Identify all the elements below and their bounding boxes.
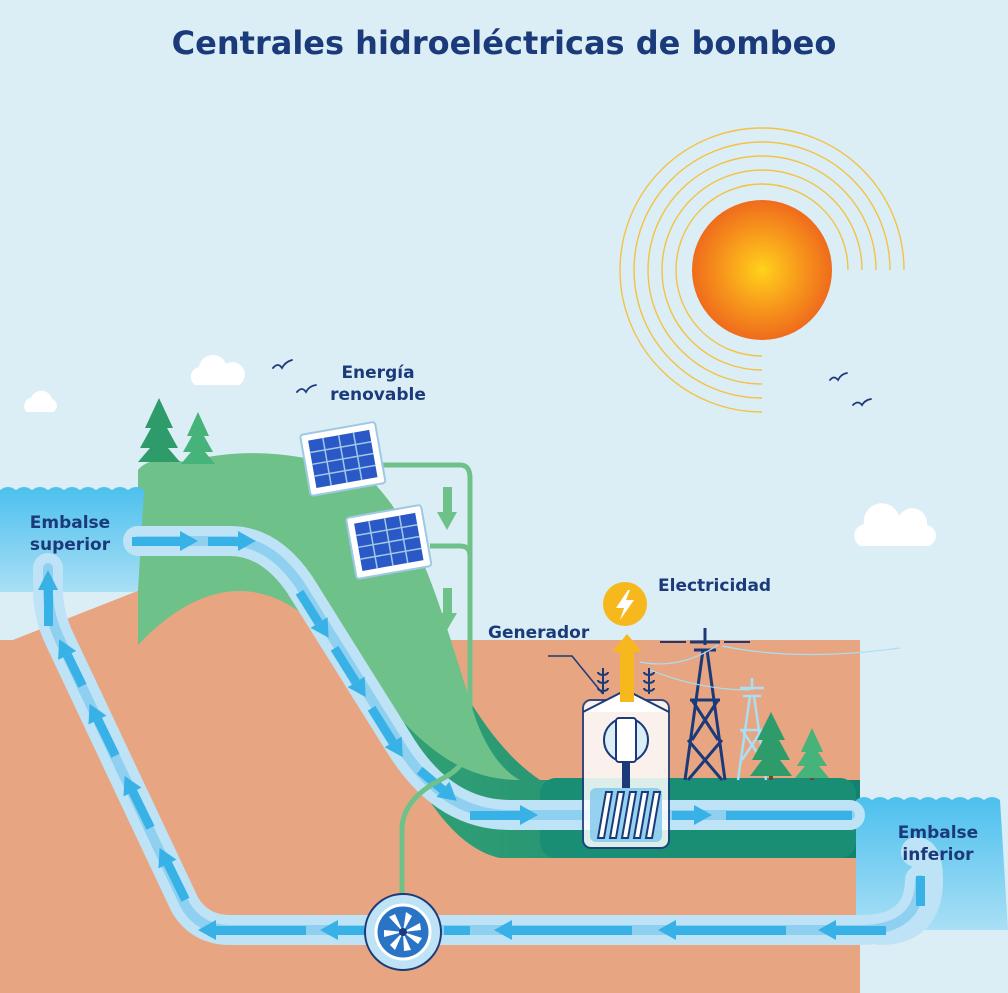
generator-pointer — [548, 655, 604, 695]
flow-arrow — [494, 920, 632, 940]
generator-icon — [582, 668, 670, 849]
flow-arrow — [208, 531, 256, 551]
upper-reservoir-label: Embalse superior — [10, 512, 130, 556]
flow-arrow — [367, 705, 403, 758]
solar-panel-icon — [345, 504, 433, 580]
renewable-energy-label: Energía renovable — [298, 362, 458, 406]
tree-icon — [181, 412, 215, 464]
cloud-icon — [190, 354, 245, 385]
upper-reservoir-label-line1: Embalse — [29, 513, 111, 533]
lower-reservoir-label-line2: inferior — [902, 845, 974, 865]
renewable-label-line2: renovable — [330, 385, 426, 405]
flow-arrow — [470, 805, 538, 825]
cloud-icon — [854, 503, 936, 546]
bird-icon — [852, 398, 872, 407]
flow-arrow — [58, 639, 87, 688]
flow-arrow — [672, 805, 712, 825]
flow-arrow — [818, 920, 886, 940]
page-title: Centrales hidroeléctricas de bombeo — [171, 24, 837, 62]
pump-turbine-icon — [364, 893, 442, 971]
solar-panel-icon — [299, 421, 387, 497]
sun-icon — [619, 127, 905, 413]
flow-arrow — [132, 531, 198, 551]
flow-arrow — [198, 920, 306, 940]
flow-arrow — [658, 920, 786, 940]
flow-arrow — [416, 766, 457, 801]
flow-arrow — [444, 926, 470, 935]
generator-label: Generador — [488, 623, 590, 643]
tree-icon — [795, 728, 829, 780]
flow-arrow — [320, 920, 364, 940]
flow-arrow — [330, 645, 366, 698]
flow-arrow — [38, 570, 58, 626]
bird-icon — [272, 359, 293, 370]
flow-arrow — [88, 703, 120, 758]
tree-icon — [138, 398, 180, 462]
lightning-icon — [603, 582, 647, 626]
upper-reservoir-label-line2: superior — [29, 535, 111, 555]
flow-arrow — [295, 589, 329, 638]
energy-line — [380, 462, 473, 895]
flow-arrow — [726, 811, 852, 820]
flow-arrow — [158, 847, 190, 902]
bird-icon — [829, 372, 848, 382]
renewable-label-line1: Energía — [341, 363, 415, 383]
flow-arrow — [916, 876, 925, 906]
tree-icon — [750, 712, 792, 780]
cloud-icon — [24, 390, 57, 412]
electricity-arrow — [612, 634, 642, 702]
lower-reservoir-label-line1: Embalse — [897, 823, 979, 843]
energy-flow-arrow — [437, 487, 457, 630]
flow-arrow — [123, 775, 155, 830]
bird-icon — [296, 384, 317, 394]
electricity-label: Electricidad — [658, 576, 772, 596]
power-tower-icon — [660, 628, 750, 781]
lower-reservoir-label: Embalse inferior — [874, 822, 1002, 866]
